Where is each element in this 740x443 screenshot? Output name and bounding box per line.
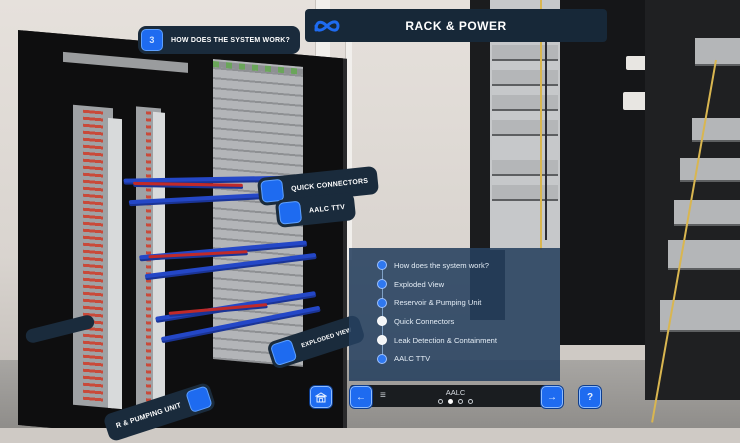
menu-icon[interactable]: ≡ [380, 390, 386, 401]
3d-rack-model[interactable] [18, 30, 343, 428]
callout-label: QUICK CONNECTORS [290, 177, 369, 193]
step-item[interactable]: Quick Connectors [377, 312, 497, 331]
home-button[interactable] [310, 386, 332, 408]
help-icon: ? [586, 391, 594, 403]
page-indicator [350, 399, 561, 404]
callout-button-icon [185, 385, 213, 414]
rack-rail [153, 111, 165, 413]
rack-label-tag [623, 92, 651, 110]
callout-how-does-system-work[interactable]: 3 HOW DOES THE SYSTEM WORK? [138, 26, 300, 54]
callout-button-icon [278, 200, 303, 225]
arrow-left-icon: ← [356, 391, 366, 403]
rack-shelf [492, 160, 558, 176]
page-dot[interactable] [438, 399, 443, 404]
rack-shelf [680, 158, 740, 182]
rack-shelf [492, 120, 558, 136]
step-visited-icon [377, 353, 387, 364]
wall-pipe [345, 30, 352, 260]
rack-shelf [692, 118, 740, 142]
step-label: Quick Connectors [394, 316, 455, 326]
page-dot[interactable] [468, 399, 473, 404]
page-title: RACK & POWER [405, 18, 507, 33]
previous-button[interactable]: ← [350, 386, 372, 408]
callout-label: HOW DOES THE SYSTEM WORK? [171, 36, 290, 44]
rack-shelf [492, 185, 558, 201]
rack-top-bar [63, 51, 188, 73]
step-unvisited-icon [377, 335, 387, 346]
rack-shelf [492, 45, 558, 61]
step-label: AALC TTV [394, 354, 431, 364]
title-bar: RACK & POWER [305, 9, 607, 42]
step-item[interactable]: How does the system work? [377, 256, 497, 275]
section-label: AALC [445, 388, 466, 397]
step-item[interactable]: Exploded View [377, 275, 497, 294]
rack-rail [108, 117, 122, 410]
step-label: How does the system work? [394, 260, 489, 270]
step-label: Reservoir & Pumping Unit [394, 298, 482, 308]
step-label: Exploded View [394, 279, 445, 289]
steps-panel: How does the system work? Exploded View … [349, 248, 560, 381]
callout-number-icon: 3 [141, 29, 163, 51]
arrow-right-icon: → [547, 391, 557, 403]
server-rack-door [560, 0, 645, 345]
building-icon [315, 391, 327, 402]
step-unvisited-icon [377, 316, 387, 327]
yellow-cable [540, 0, 542, 250]
bottom-nav-bar: ≡ AALC [350, 385, 561, 407]
callout-label: AALC TTV [308, 203, 346, 215]
rack-shelf [695, 38, 740, 66]
dark-cable [545, 40, 547, 240]
power-distribution-unit [73, 104, 113, 409]
steps-list: How does the system work? Exploded View … [377, 256, 497, 368]
help-button[interactable]: ? [579, 386, 601, 408]
step-visited-icon [377, 279, 387, 290]
step-item[interactable]: Reservoir & Pumping Unit [377, 293, 497, 312]
page-dot[interactable] [458, 399, 463, 404]
step-visited-icon [377, 260, 387, 271]
rack-shelf [492, 70, 558, 86]
callout-button-icon [269, 338, 298, 367]
rack-shelf [674, 200, 740, 226]
callout-label: EXPLODED VIEW [300, 327, 353, 350]
page-dot-active[interactable] [448, 399, 453, 404]
steps-connector-line [381, 268, 383, 360]
step-item[interactable]: Leak Detection & Containment [377, 331, 497, 350]
step-visited-icon [377, 297, 387, 308]
step-item[interactable]: AALC TTV [377, 349, 497, 368]
rack-shelf [492, 95, 558, 111]
meta-logo-icon [305, 18, 349, 34]
next-button[interactable]: → [541, 386, 563, 408]
step-label: Leak Detection & Containment [394, 335, 497, 345]
